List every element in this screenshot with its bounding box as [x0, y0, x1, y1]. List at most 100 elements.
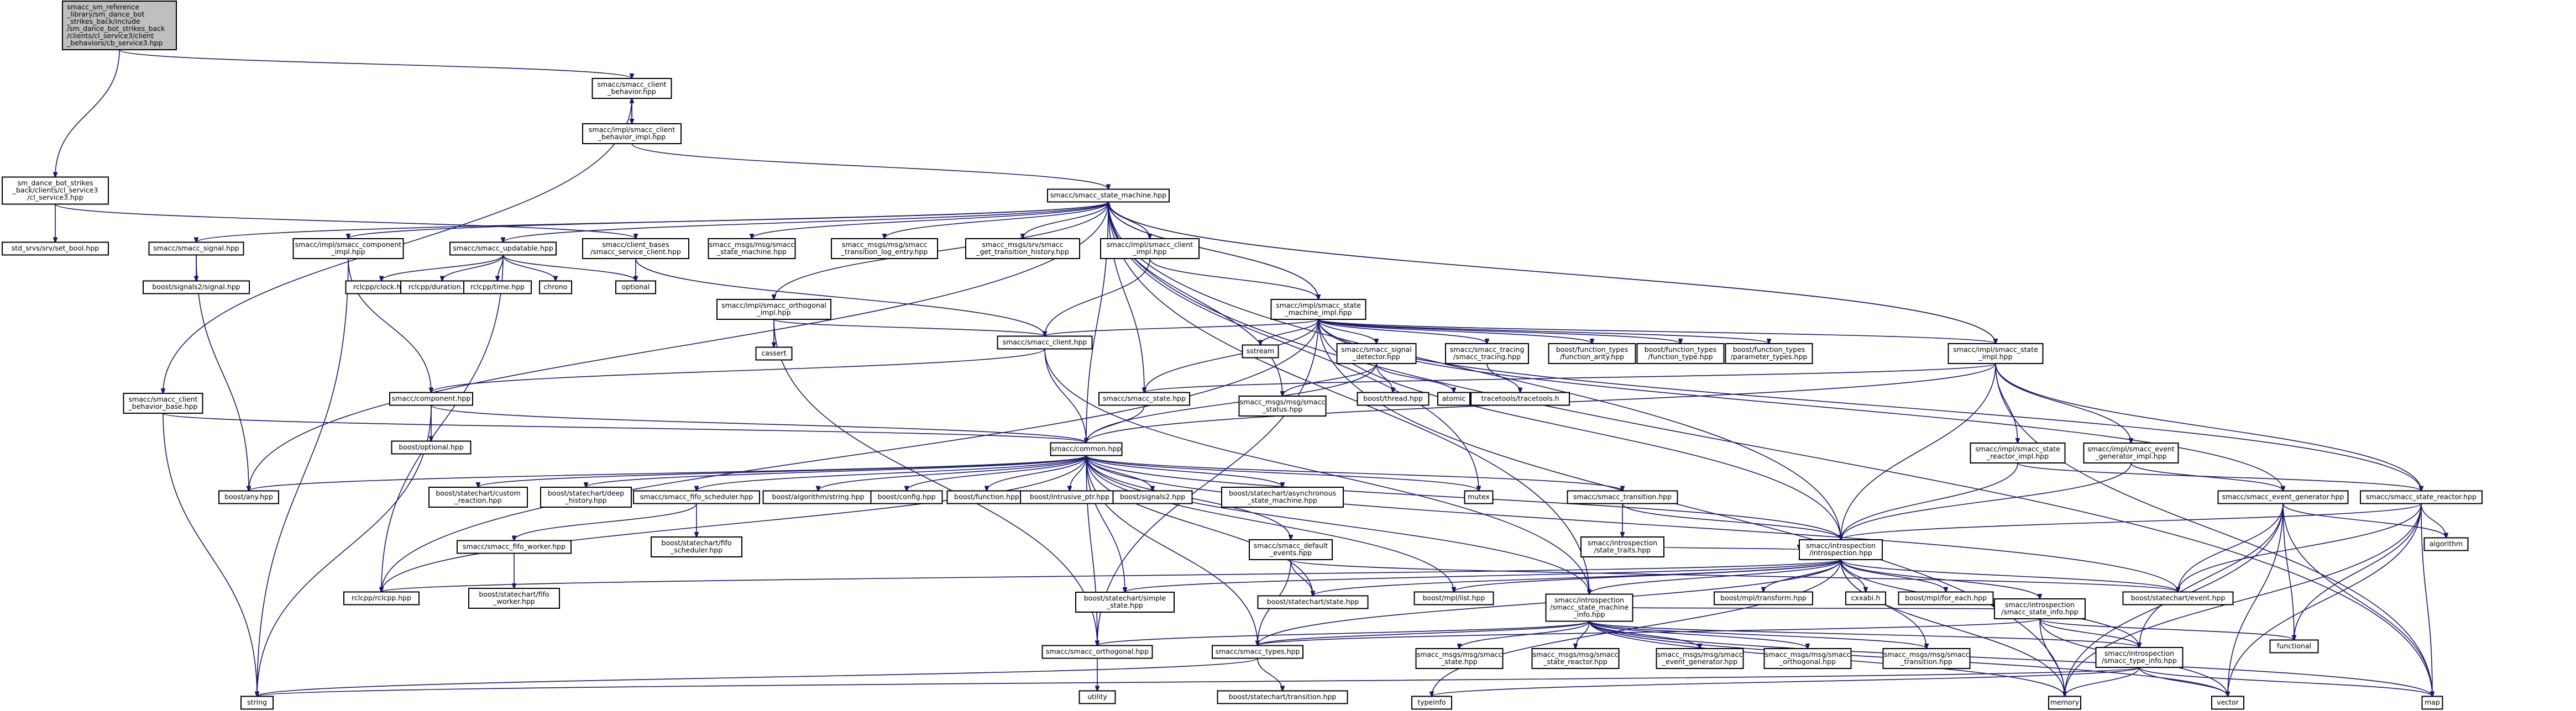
edge-evgenimpl-to-introspection [1841, 462, 2132, 540]
node-smacc-common-hpp: smacc/common.hpp [1050, 442, 1123, 456]
node-smacc-introspection-smacc-type-info-hpp: smacc/introspection/smacc_type_info.hpp [2095, 647, 2184, 668]
node-label-line: boost/statechart/asynchronous [1229, 489, 1336, 497]
edge-stateimpl-to-reactorimpl [1995, 363, 2018, 443]
node-smacc-introspection-introspection-hpp: smacc/introspection/introspection.hpp [1799, 539, 1883, 560]
node-smacc-smacc-fifo-scheduler-hpp: smacc/smacc_fifo_scheduler.hpp [633, 490, 760, 504]
edge-svcclient-to-client [635, 258, 1045, 336]
node-box [2421, 696, 2443, 710]
node-smacc-impl-smacc-client-behavior-impl-hpp: smacc/impl/smacc_client_behavior_impl.hp… [582, 123, 682, 144]
edge-typeinfo-to-vector [2139, 667, 2228, 697]
edge-sm-to-gethist [1023, 202, 1109, 239]
node-box [343, 591, 420, 605]
node-label-line: string [247, 698, 267, 707]
edge-introspection-to-event [1840, 559, 2178, 592]
node-label-line: atomic [1442, 394, 1466, 403]
node-boost-algorithm-string-hpp: boost/algorithm/string.hpp [762, 490, 874, 504]
node-smacc-smacc-state-reactor-hpp: smacc/smacc_state_reactor.hpp [2360, 490, 2483, 504]
edge-updatable-to-rclcpp [381, 255, 504, 592]
edge-common-to-event [1086, 455, 2178, 592]
node-label-line: /parameter_types.hpp [1731, 352, 1808, 361]
node-boost-statechart-fifo-scheduler-hpp: boost/statechart/fifo_scheduler.hpp [651, 536, 742, 557]
node-box [218, 490, 279, 504]
edge-reactor-to-memory [2065, 503, 2422, 697]
edge-evgen-to-vector [2228, 503, 2284, 697]
node-smacc-msgs-msg-smacc-state-hpp: smacc_msgs/msg/smacc_state.hpp [1415, 648, 1504, 669]
edge-evgen-to-algorithm [2282, 503, 2446, 538]
node-box [633, 490, 760, 504]
node-label-line: _worker.hpp [493, 597, 535, 605]
node-box [1212, 645, 1303, 659]
node-label-line: smacc_msgs/srv/smacc [982, 240, 1063, 249]
edge-stateimpl-to-map [1995, 363, 2432, 697]
edge-common-to-mutex [1086, 455, 1479, 491]
node-smacc-smacc-default-events-hpp: smacc/smacc_default_events.hpp [1249, 539, 1333, 560]
node-label-line: smacc/introspection [2104, 649, 2174, 657]
node-boost-signals2-hpp: boost/signals2.hpp [1112, 490, 1193, 504]
edge-smimpl-to-sigdet [1318, 319, 1376, 344]
node-label-line: _state_machine.hpp [716, 247, 787, 256]
node-box [1445, 343, 1529, 364]
node-label-line: optional [622, 283, 650, 291]
node-functional: functional [2269, 639, 2319, 654]
node-label-line: boost/algorithm/string.hpp [772, 493, 864, 501]
edge-common-to-transition [1086, 455, 1622, 491]
edge-typeinfo-to-memory [2065, 667, 2140, 697]
node-label-line: smacc_msgs/msg/smacc [1765, 650, 1851, 659]
node-smacc-smacc-signal-hpp: smacc/smacc_signal.hpp [148, 241, 244, 256]
node-label-line: smacc/smacc_state_reactor.hpp [2366, 493, 2476, 501]
node-box [1249, 539, 1333, 560]
node-label-line: rclcpp/rclcpp.hpp [352, 594, 411, 602]
node-mutex: mutex [1464, 490, 1494, 504]
node-label-line: _state.hpp [1106, 601, 1143, 609]
node-box [2217, 490, 2349, 504]
node-box [2095, 647, 2184, 668]
edge-common-to-function [987, 455, 1087, 491]
node-box [1257, 595, 1369, 609]
node-label-line: map [2425, 698, 2440, 707]
node-box [651, 536, 742, 557]
node-atomic: atomic [1437, 392, 1470, 406]
node-string: string [240, 696, 274, 710]
edge-statei-to-memory [2039, 618, 2065, 697]
node-box [1336, 343, 1417, 364]
node-smacc-msgs-msg-smacc-orthogonal-hpp: smacc_msgs/msg/smacc_orthogonal.hpp [1763, 648, 1852, 669]
edge-evgen-to-map [2282, 503, 2432, 697]
node-label-line: /clients/cl_service3/client [67, 31, 154, 40]
node-box [1656, 648, 1744, 669]
node-smacc-impl-smacc-state-machine-impl-hpp: smacc/impl/smacc_state_machine_impl.hpp [1270, 299, 1366, 320]
node-box [1221, 487, 1344, 508]
node-boost-function-types-function-type-hpp: boost/function_types/function_type.hpp [1636, 343, 1725, 364]
node-label-line: /smacc_tracing.hpp [1453, 352, 1521, 361]
node-label-line: smacc/smacc_updatable.hpp [453, 244, 553, 252]
node-box [1075, 592, 1175, 613]
node-label-line: boost/any.hpp [224, 493, 273, 501]
edge-statei-to-typeinfo [2039, 618, 2139, 647]
edge-defevents-to-sstate [1290, 559, 1313, 596]
node-label-line: _status.hpp [1262, 405, 1302, 413]
edge-compimpl-to-string [257, 258, 349, 697]
edge-reactor-to-introspection [1841, 503, 2422, 540]
node-smacc-smacc-client-behavior-hpp: smacc/smacc_client_behavior.hpp [591, 78, 672, 99]
edge-smimpl-to-orth [1097, 319, 1319, 646]
edge-introspection-to-foreach [1840, 559, 1946, 592]
node-box [1437, 392, 1470, 406]
node-box [1470, 392, 1570, 406]
node-label-line: smacc/impl/smacc_event [2087, 445, 2175, 453]
edge-cls3-to-svcclient [55, 203, 636, 239]
node-boost-intrusive-ptr-hpp: boost/intrusive_ptr.hpp [1020, 490, 1119, 504]
node-box [391, 440, 472, 455]
edge-reactorimpl-to-reactor [2017, 462, 2421, 491]
node-label-line: _info.hpp [1573, 610, 1605, 619]
node-label-line: smacc_msgs/msg/smacc [1657, 650, 1743, 659]
node-label-line: std_srvs/srv/set_bool.hpp [12, 244, 100, 252]
node-label-line: smacc/impl/smacc_client [589, 125, 675, 134]
node-box [449, 241, 557, 256]
node-algorithm: algorithm [2423, 537, 2469, 551]
edge-smimpl-to-state [1144, 319, 1319, 393]
node-label-line: _strikes_back/include [66, 17, 140, 25]
edge-common-to-mpllist [1086, 455, 1454, 592]
node-box [2083, 443, 2179, 464]
node-box [1994, 598, 2086, 619]
node-label-line: smacc/smacc_fifo_worker.hpp [463, 543, 566, 551]
node-box [1413, 591, 1494, 605]
